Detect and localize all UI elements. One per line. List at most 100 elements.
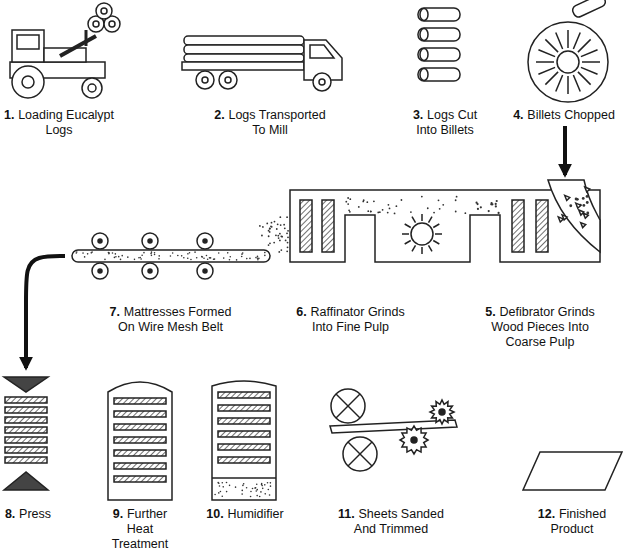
finished-sheet [523, 452, 622, 490]
humidifier [270, 485, 272, 487]
defibrator-raffinator [382, 209, 384, 211]
defibrator-raffinator [558, 217, 563, 222]
step-caption: 9.Further Heat Treatment [103, 507, 178, 552]
sanding-trimming [336, 394, 360, 418]
defibrator-raffinator [271, 222, 273, 224]
defibrator-raffinator [582, 204, 585, 207]
wire-mesh-belt [112, 252, 114, 254]
log-truck [182, 62, 304, 70]
humidifier [221, 495, 223, 497]
defibrator-raffinator [512, 200, 524, 252]
defibrator-raffinator [279, 216, 281, 218]
wire-mesh-belt [190, 259, 192, 261]
step-number: 10. [206, 507, 223, 521]
wire-mesh-belt [181, 255, 183, 257]
defibrator-raffinator [366, 201, 368, 203]
wire-mesh-belt [257, 259, 259, 261]
wire-mesh-belt [84, 256, 86, 258]
wire-mesh-belt [236, 259, 238, 261]
log-truck [182, 36, 342, 91]
sanding-trimming [411, 437, 417, 443]
defibrator-raffinator [373, 200, 375, 202]
chopper-disc [556, 32, 563, 49]
chopper-disc [545, 72, 558, 85]
step-caption: 3.Logs Cut Into Billets [408, 108, 483, 138]
wire-mesh-belt [108, 252, 110, 254]
defibrator-raffinator [394, 213, 396, 215]
defibrator-raffinator [379, 211, 381, 213]
step-number: 12. [538, 507, 555, 521]
sanding-trimming [439, 409, 445, 415]
defibrator-raffinator [583, 213, 588, 218]
step-label: Loading Eucalypt Logs [18, 108, 114, 137]
wire-mesh-belt [209, 257, 211, 259]
illustration-space [100, 372, 180, 507]
step-label: Finished Product [550, 507, 606, 536]
chopper-disc [528, 0, 608, 102]
humidifier [235, 486, 237, 488]
log-truck [225, 77, 231, 83]
tractor-loader [96, 3, 112, 19]
defibrator-raffinator [438, 199, 440, 201]
tractor-loader [109, 21, 115, 27]
humidifier [217, 482, 219, 484]
humidifier [260, 491, 262, 493]
defibrator-raffinator [283, 224, 285, 226]
defibrator-raffinator [255, 180, 600, 262]
process-step: 1.Loading Eucalypt Logs [0, 0, 118, 138]
defibrator-raffinator [347, 197, 349, 199]
wire-mesh-belt [257, 257, 259, 259]
billets [418, 68, 460, 81]
defibrator-raffinator [266, 223, 268, 225]
chopper-disc [573, 32, 580, 49]
tractor-loader [82, 78, 102, 98]
wire-mesh-belt [148, 269, 152, 273]
step-caption: 10.Humidifier [198, 507, 293, 522]
humidifier [270, 482, 272, 484]
defibrator-raffinator [548, 180, 600, 252]
wire-mesh-belt [158, 255, 160, 257]
humidifier [254, 487, 256, 489]
wire-mesh-belt [257, 256, 259, 258]
defibrator-raffinator [270, 225, 272, 227]
log-truck [310, 45, 334, 58]
chopper-disc [538, 67, 555, 74]
wire-mesh-belt [92, 233, 108, 249]
step-caption: 7.Mattresses Formed On Wire Mesh Belt [106, 305, 236, 335]
chopper-disc [538, 50, 555, 57]
wire-mesh-belt [201, 256, 203, 258]
wire-mesh-belt [138, 257, 140, 259]
process-step: 4.Billets Chopped [505, 0, 623, 123]
step-number: 8. [5, 507, 15, 521]
defibrator-raffinator [579, 210, 584, 215]
billets [420, 69, 428, 81]
humidifier [242, 485, 244, 487]
defibrator-raffinator [274, 221, 276, 223]
defibrator-raffinator [405, 241, 411, 245]
defibrator-raffinator [279, 233, 281, 235]
defibrator-raffinator [586, 201, 589, 204]
wire-mesh-belt [148, 239, 152, 243]
humidifier [259, 496, 261, 498]
defibrator-raffinator [280, 249, 282, 251]
wire-mesh-belt [90, 252, 92, 254]
humidifier [268, 489, 270, 491]
heat-treatment-oven [114, 450, 166, 456]
press [5, 427, 47, 433]
tractor-loader [17, 35, 39, 49]
illustration-space [505, 0, 623, 108]
chopper-disc [581, 50, 598, 57]
defibrator-raffinator [271, 226, 273, 228]
step-number: 6. [296, 305, 306, 319]
defibrator-raffinator [388, 204, 390, 206]
defibrator-raffinator [347, 203, 349, 205]
defibrator-raffinator [412, 217, 416, 223]
defibrator-raffinator [278, 251, 280, 253]
wire-mesh-belt [118, 256, 120, 258]
step-label: Defibrator Grinds Wood Pieces Into Coars… [491, 305, 595, 349]
defibrator-raffinator [370, 211, 372, 213]
illustration-space [470, 178, 610, 305]
humidifier [218, 418, 270, 424]
illustration-space [195, 372, 295, 507]
wire-mesh-belt [115, 256, 117, 258]
